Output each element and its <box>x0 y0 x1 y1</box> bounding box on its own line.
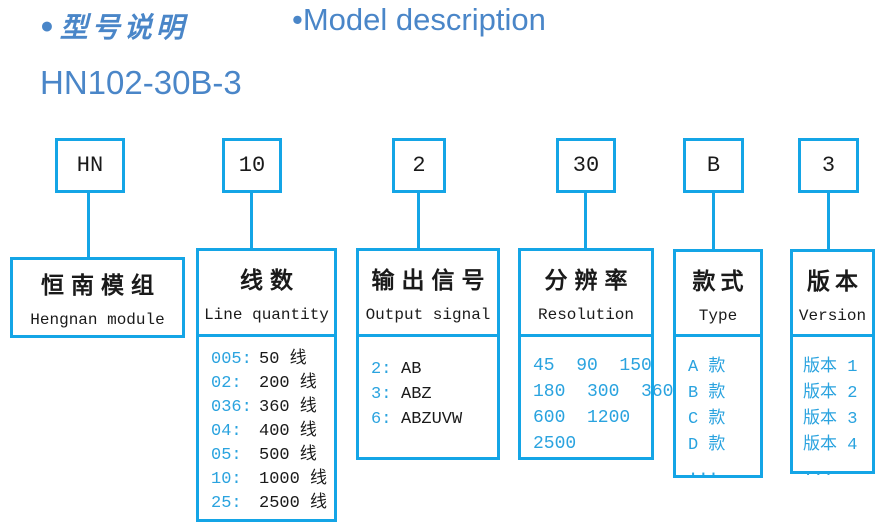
desc-box-module: 恒南模组 Hengnan module <box>10 257 185 338</box>
option-label: 1000 线 <box>259 470 328 489</box>
code-box-10: 10 <box>222 138 282 193</box>
connector-line-module <box>87 191 90 257</box>
version-title-en: Version <box>798 306 867 325</box>
option-code: 25: <box>211 494 242 513</box>
module-title-en: Hengnan module <box>30 311 165 329</box>
option-code: 3: <box>371 385 392 404</box>
option-label: ABZUVW <box>401 410 463 429</box>
connector-line-line-quantity <box>250 191 253 249</box>
option-row: 05: 500 线 <box>211 444 334 468</box>
option-row: ... <box>688 462 719 481</box>
code-box-hn: HN <box>55 138 125 193</box>
option-row: D 款 <box>688 436 726 455</box>
desc-box-type: 款式 Type <box>673 249 763 337</box>
desc-box-output-signal: 输出信号 Output signal <box>356 248 500 337</box>
line-quantity-title-en: Line quantity <box>204 306 329 324</box>
output-signal-title-en: Output signal <box>365 306 491 324</box>
code-box-b: B <box>683 138 744 193</box>
resolution-title-zh: 分辨率 <box>544 267 635 294</box>
options-resolution: 45 90 150 180 300 360 600 1200 2500 <box>518 334 674 460</box>
option-label: ABZ <box>401 385 432 404</box>
option-code: 005: <box>211 350 252 369</box>
option-row: 版本 4 <box>803 436 858 455</box>
options-line-quantity: 005: 50 线 02: 200 线 036: 360 线 04: 400 线 05:… <box>196 334 337 522</box>
option-row: 版本 3 <box>803 410 858 429</box>
connector-line-version <box>827 191 830 250</box>
option-code: 10: <box>211 470 242 489</box>
options-version: 版本 1 版本 2 版本 3 版本 4 ... <box>790 334 875 481</box>
type-title-zh: 款式 <box>692 267 749 295</box>
line-quantity-title-zh: 线数 <box>240 267 300 294</box>
option-row: A 款 <box>688 358 726 377</box>
option-row: 04: 400 线 <box>211 420 334 444</box>
type-title-en: Type <box>698 306 738 325</box>
option-row: 10: 1000 线 <box>211 468 334 492</box>
option-row: 版本 2 <box>803 384 858 403</box>
option-label: AB <box>401 360 422 379</box>
option-code: 6: <box>371 410 392 429</box>
section-title-en: •Model description <box>292 2 546 37</box>
options-output-signal: 2: AB 3: ABZ 6: ABZUVW <box>356 334 500 460</box>
option-code: 2: <box>371 360 392 379</box>
connector-line-resolution <box>584 191 587 249</box>
options-type: A 款 B 款 C 款 D 款 ... <box>673 334 763 481</box>
option-code: 036: <box>211 398 252 417</box>
option-label: 360 线 <box>259 398 317 417</box>
code-box-30: 30 <box>556 138 616 193</box>
option-row: C 款 <box>688 410 726 429</box>
version-title-zh: 版本 <box>807 267 863 295</box>
option-row: 2500 <box>533 434 577 454</box>
option-label: 400 线 <box>259 422 317 441</box>
option-row: 036: 360 线 <box>211 396 334 420</box>
option-code: 04: <box>211 422 242 441</box>
option-row: 180 300 360 <box>533 382 674 402</box>
code-box-3: 3 <box>798 138 859 193</box>
resolution-title-en: Resolution <box>537 306 634 324</box>
option-row: 600 1200 <box>533 408 631 428</box>
option-row: 005: 50 线 <box>211 348 334 372</box>
model-number: HN102-30B-3 <box>40 64 242 101</box>
option-row: 3: ABZ <box>371 382 497 407</box>
option-row: 版本 1 <box>803 358 858 377</box>
option-row: ... <box>803 462 834 481</box>
option-row: 6: ABZUVW <box>371 407 497 432</box>
module-title-zh: 恒南模组 <box>41 272 161 299</box>
option-row: 45 90 150 <box>533 356 652 376</box>
option-row: 25: 2500 线 <box>211 492 334 516</box>
desc-box-resolution: 分辨率 Resolution <box>518 248 654 337</box>
option-code: 02: <box>211 374 242 393</box>
option-label: 50 线 <box>259 350 307 369</box>
option-row: B 款 <box>688 384 726 403</box>
section-title-zh: •型号说明 <box>38 11 188 44</box>
option-row: 02: 200 线 <box>211 372 334 396</box>
option-label: 2500 线 <box>259 494 328 513</box>
code-box-2: 2 <box>392 138 446 193</box>
option-row: 2: AB <box>371 357 497 382</box>
desc-box-line-quantity: 线数 Line quantity <box>196 248 337 337</box>
desc-box-version: 版本 Version <box>790 249 875 337</box>
connector-line-output-signal <box>417 191 420 249</box>
output-signal-title-zh: 输出信号 <box>371 267 492 294</box>
option-code: 05: <box>211 446 242 465</box>
option-label: 500 线 <box>259 446 317 465</box>
connector-line-type <box>712 191 715 250</box>
option-label: 200 线 <box>259 374 317 393</box>
